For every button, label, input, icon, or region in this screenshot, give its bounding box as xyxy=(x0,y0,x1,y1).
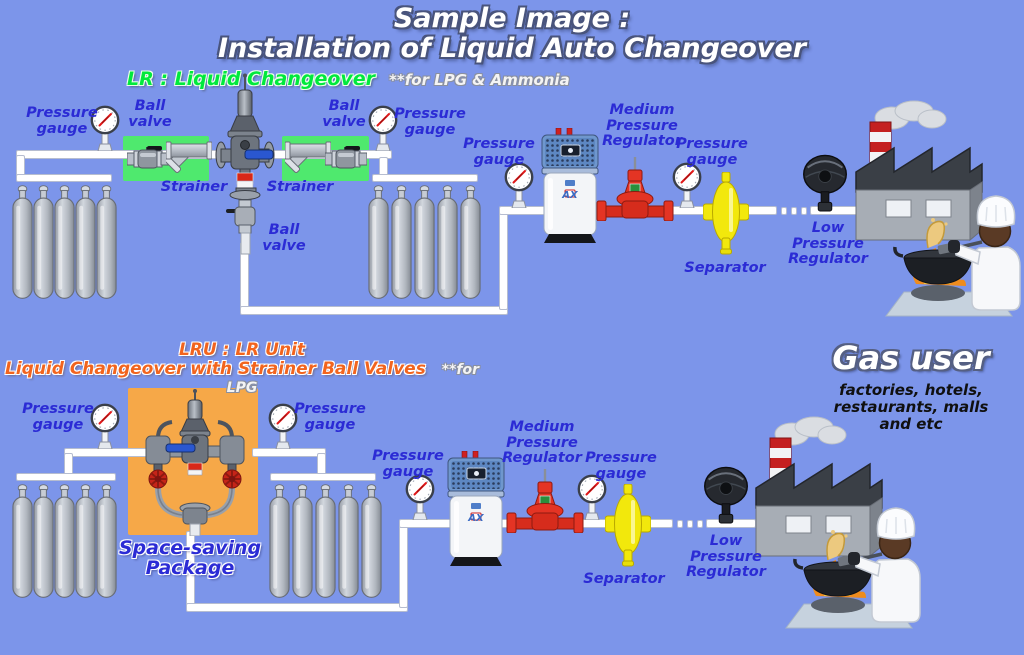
pipe-segment xyxy=(317,453,326,475)
gas-cylinder xyxy=(33,182,54,302)
ball-valve-icon xyxy=(127,145,169,171)
gas-cylinder xyxy=(414,182,435,302)
label-pressure-gauge: Pressure gauge xyxy=(22,401,94,433)
pipe-segment xyxy=(186,603,408,612)
gas-user-heading: Gas user xyxy=(832,339,990,377)
vaporizer-brand-logo: AX xyxy=(562,190,578,201)
separator xyxy=(605,484,651,568)
chef-illustration xyxy=(876,186,1024,321)
gas-cylinder xyxy=(12,182,33,302)
lru-changeover-unit xyxy=(136,388,254,536)
pipe-dash xyxy=(687,520,693,528)
pipe-dash xyxy=(697,520,703,528)
gas-cylinder xyxy=(338,481,359,601)
label-pressure-gauge: Pressure gauge xyxy=(394,106,466,138)
label-strainer: Strainer xyxy=(266,179,334,195)
label-ball-valve: Ball valve xyxy=(322,98,366,130)
gas-cylinder xyxy=(12,481,33,601)
lr-system-heading: LR : Liquid Changeover **for LPG & Ammon… xyxy=(127,68,570,90)
gas-cylinder xyxy=(460,182,481,302)
gas-cylinder xyxy=(75,481,96,601)
lru-heading-line-2: Liquid Changeover with Strainer Ball Val… xyxy=(0,358,484,397)
label-pressure-gauge: Pressure gauge xyxy=(676,136,748,168)
gas-cylinder xyxy=(368,182,389,302)
pipe-segment xyxy=(16,473,116,481)
pipe-segment xyxy=(499,212,508,310)
chef-illustration xyxy=(776,498,926,633)
label-low-pressure-regulator: Low Pressure Regulator xyxy=(686,533,766,581)
gas-cylinder xyxy=(269,481,290,601)
pressure-gauge-icon xyxy=(503,162,535,208)
label-pressure-gauge: Pressure gauge xyxy=(585,450,657,482)
medium-pressure-regulator xyxy=(506,469,584,533)
lru-heading-text: Liquid Changeover with Strainer Ball Val… xyxy=(4,358,426,379)
label-pressure-gauge: Pressure gauge xyxy=(294,401,366,433)
pipe-segment xyxy=(252,448,326,457)
lru-system-heading: LRU : LR Unit Liquid Changeover with Str… xyxy=(0,341,484,397)
gas-cylinder xyxy=(96,182,117,302)
ball-valve-icon xyxy=(325,145,367,171)
low-pressure-regulator xyxy=(701,466,751,524)
gas-user-description: factories, hotels, restaurants, malls an… xyxy=(833,381,989,433)
gas-cylinder xyxy=(361,481,382,601)
label-separator: Separator xyxy=(583,571,665,587)
vaporizer-brand-logo: AX xyxy=(468,513,484,524)
lr-heading-note: **for LPG & Ammonia xyxy=(389,71,570,89)
label-pressure-gauge: Pressure gauge xyxy=(26,105,98,137)
label-medium-pressure-regulator: Medium Pressure Regulator xyxy=(502,419,582,467)
label-pressure-gauge: Pressure gauge xyxy=(372,448,444,480)
pipe-segment xyxy=(240,306,508,315)
label-medium-pressure-regulator: Medium Pressure Regulator xyxy=(602,102,682,150)
gas-cylinder xyxy=(54,182,75,302)
pipe-dash xyxy=(781,207,787,215)
label-ball-valve: Ball valve xyxy=(128,98,172,130)
gas-cylinder xyxy=(33,481,54,601)
lru-heading-line-1: LRU : LR Unit xyxy=(178,340,306,360)
label-strainer: Strainer xyxy=(160,179,228,195)
label-space-saving-package: Space-saving Package xyxy=(118,537,262,579)
separator xyxy=(703,172,749,256)
page-title: Sample Image : Installation of Liquid Au… xyxy=(0,3,1024,65)
pipe-dash xyxy=(801,207,807,215)
gas-cylinder xyxy=(54,481,75,601)
pipe-segment xyxy=(64,453,73,475)
gas-cylinder xyxy=(391,182,412,302)
pipe-dash xyxy=(791,207,797,215)
gas-cylinder xyxy=(75,182,96,302)
gas-cylinder xyxy=(315,481,336,601)
title-line-2: Installation of Liquid Auto Changeover xyxy=(217,33,807,65)
gas-cylinder xyxy=(292,481,313,601)
pressure-gauge-icon xyxy=(404,474,436,520)
pipe-segment xyxy=(372,174,478,182)
vaporizer xyxy=(446,451,506,569)
title-line-1: Sample Image : xyxy=(393,3,631,34)
low-pressure-regulator xyxy=(800,154,850,212)
label-low-pressure-regulator: Low Pressure Regulator xyxy=(788,220,868,268)
pressure-gauge-icon xyxy=(671,162,703,208)
vaporizer xyxy=(540,128,600,246)
strainer-icon xyxy=(166,140,212,178)
label-separator: Separator xyxy=(684,260,766,276)
gas-user-block: Gas user factories, hotels, restaurants,… xyxy=(808,342,1014,432)
gas-cylinder xyxy=(437,182,458,302)
lr-heading-text: LR : Liquid Changeover xyxy=(127,68,376,90)
pipe-segment xyxy=(270,473,376,481)
label-ball-valve: Ball valve xyxy=(262,222,306,254)
medium-pressure-regulator xyxy=(596,157,674,221)
label-pressure-gauge: Pressure gauge xyxy=(463,136,535,168)
pipe-segment xyxy=(16,174,112,182)
lru-heading-note: **for LPG xyxy=(226,361,479,397)
pipe-segment xyxy=(399,524,408,608)
pipe-dash xyxy=(677,520,683,528)
